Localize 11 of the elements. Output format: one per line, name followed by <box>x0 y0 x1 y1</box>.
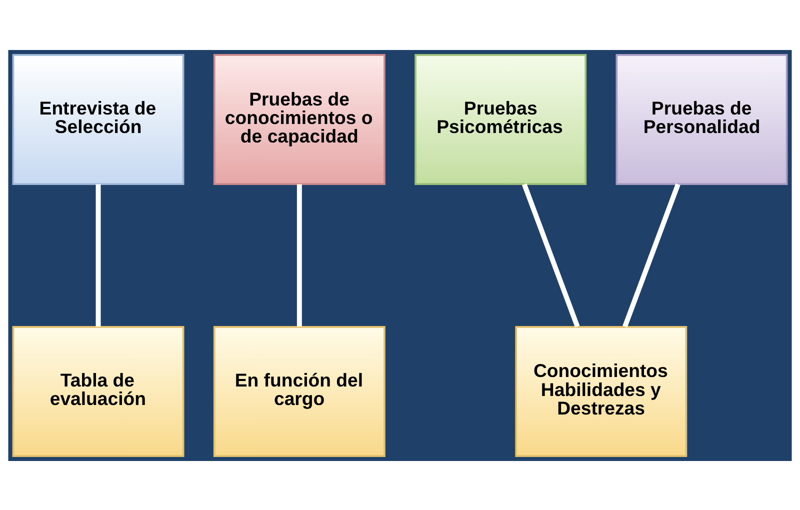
connector <box>522 182 580 328</box>
node-box: Tabla de evaluación <box>12 325 184 456</box>
node-box: Pruebas Psicométricas <box>414 54 587 185</box>
connector <box>622 182 680 328</box>
node-box: En función del cargo <box>213 325 386 456</box>
connector <box>96 184 101 326</box>
node-box: Conocimientos Habilidades y Destrezas <box>515 325 688 456</box>
node-box: Pruebas de conocimientos o de capacidad <box>213 54 386 185</box>
connector <box>296 184 302 326</box>
node-box: Pruebas de Personalidad <box>616 54 788 185</box>
node-box: Entrevista de Selección <box>12 54 184 185</box>
